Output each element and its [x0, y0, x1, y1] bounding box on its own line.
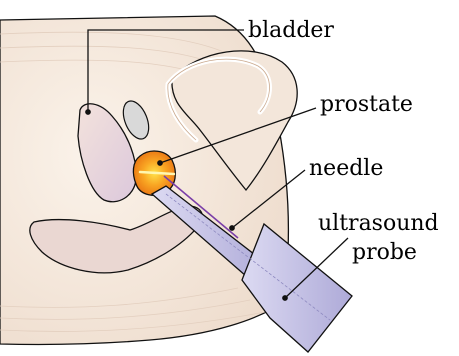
label-prostate: prostate [320, 93, 413, 117]
label-ultrasound: ultrasound [318, 212, 439, 236]
label-probe: probe [352, 241, 417, 265]
label-needle: needle [309, 157, 383, 181]
label-bladder: bladder [248, 19, 334, 43]
